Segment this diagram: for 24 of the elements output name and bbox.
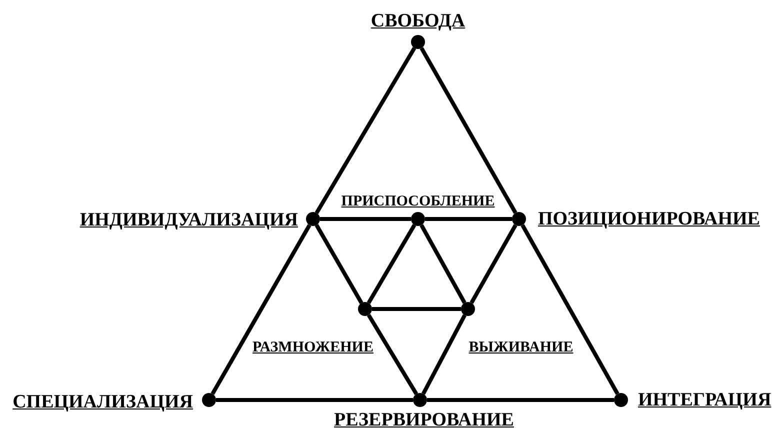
vertex-label: РЕЗЕРВИРОВАНИЕ (334, 410, 514, 430)
connector-line (314, 47, 416, 214)
connector-line (372, 307, 461, 311)
connector-line (216, 398, 413, 402)
connector-line (470, 224, 518, 304)
connector-line (427, 398, 614, 402)
connector-line (320, 217, 411, 221)
connector-line (422, 314, 466, 395)
vertex-label: ИНТЕГРАЦИЯ (638, 390, 772, 410)
connector-line (520, 224, 620, 395)
vertex-label: СВОБОДА (370, 12, 466, 30)
connector-line (314, 224, 364, 304)
vertex-label: ИНДИВИДУАЛИЗАЦИЯ (80, 210, 298, 230)
connector-line (420, 224, 466, 304)
vertex-label: ПОЗИЦИОНИРОВАНИЕ (538, 210, 760, 228)
connector-line (425, 217, 512, 221)
connector-line (366, 224, 416, 304)
connector-line (420, 47, 518, 214)
connector-line (210, 224, 312, 395)
vertex-label: РАЗМНОЖЕНИЕ (252, 340, 374, 356)
vertex-label: ПРИСПОСОБЛЕНИЕ (341, 194, 495, 210)
vertex-label: ВЫЖИВАНИЕ (468, 340, 574, 356)
vertex-label: СПЕЦИАЛИЗАЦИЯ (12, 392, 193, 412)
connector-line (366, 314, 418, 396)
